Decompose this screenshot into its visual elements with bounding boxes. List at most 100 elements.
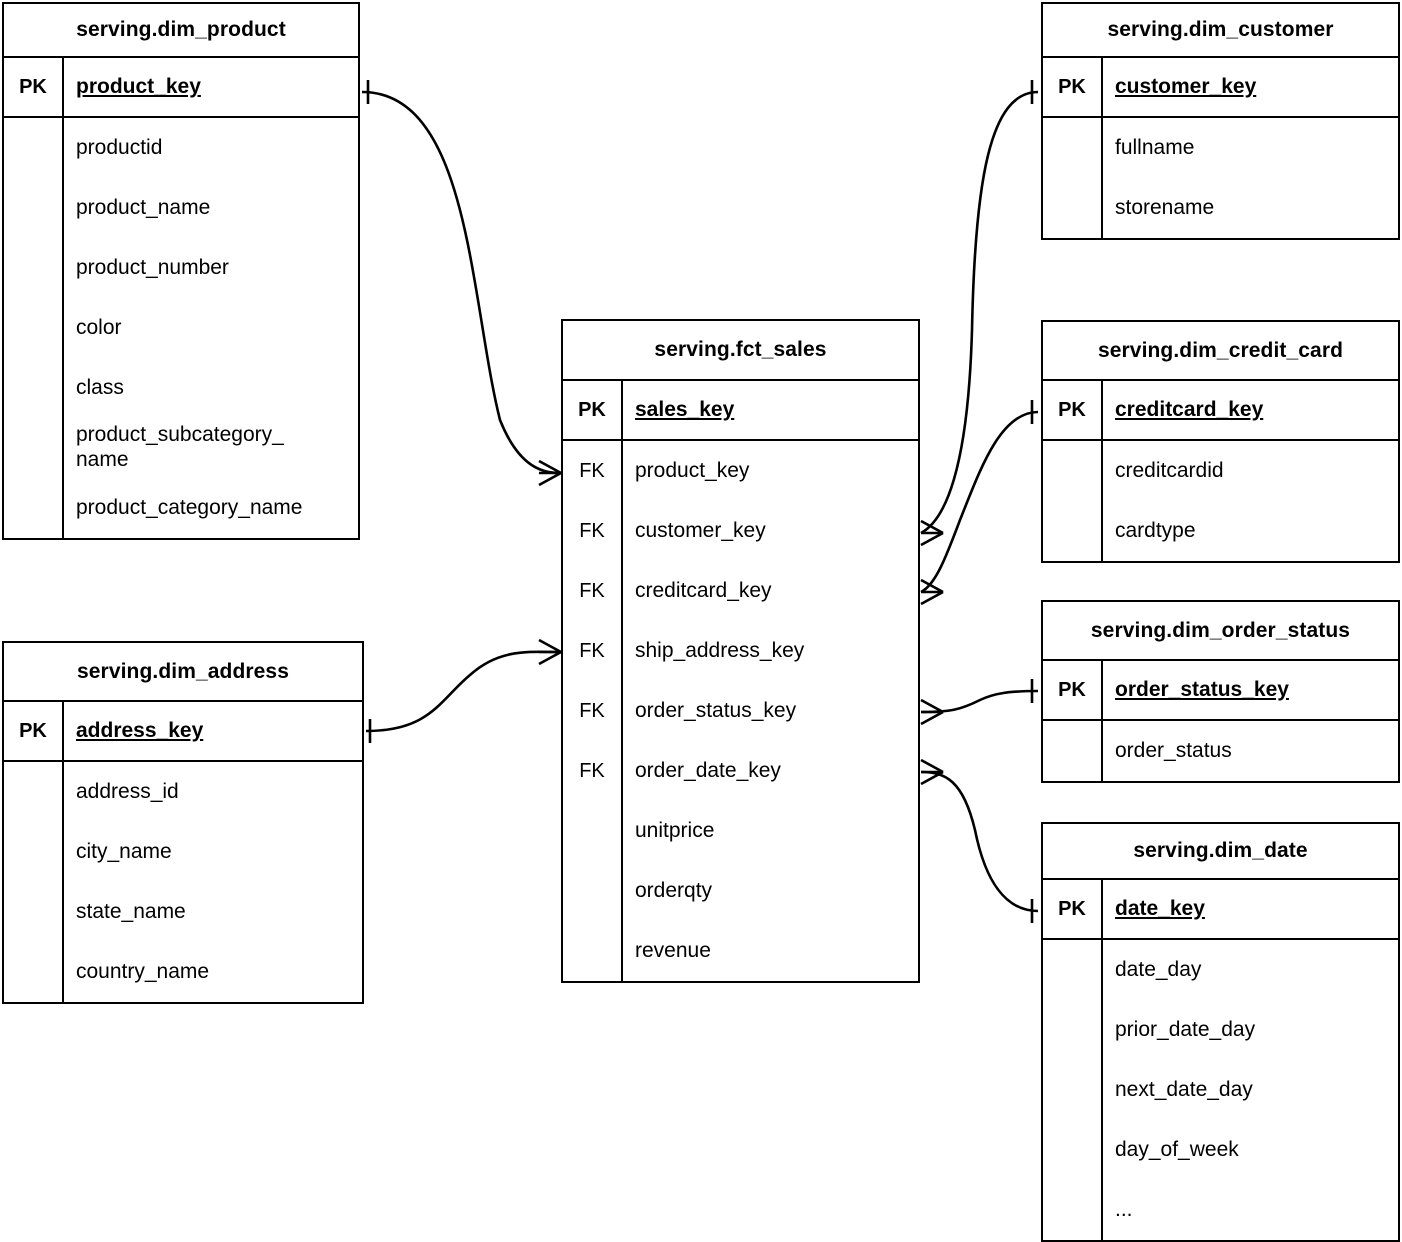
attribute-row[interactable]: FK customer_key xyxy=(563,501,918,561)
crowsfoot-creditcard xyxy=(920,578,944,606)
attribute-row[interactable]: productid xyxy=(4,118,358,178)
key-marker xyxy=(1043,1060,1103,1120)
key-marker xyxy=(1043,1000,1103,1060)
key-marker: PK xyxy=(1043,381,1103,439)
entity-dim-customer[interactable]: serving.dim_customer PK customer_key ful… xyxy=(1041,2,1400,240)
attribute-row[interactable]: color xyxy=(4,298,358,358)
attribute-row[interactable]: unitprice xyxy=(563,801,918,861)
attribute-row[interactable]: FK order_status_key xyxy=(563,681,918,741)
key-marker: FK xyxy=(563,621,623,681)
key-marker: PK xyxy=(1043,880,1103,938)
attribute-name: state_name xyxy=(76,899,186,923)
entity-dim-credit-card[interactable]: serving.dim_credit_card PK creditcard_ke… xyxy=(1041,320,1400,563)
attribute-row[interactable]: FK creditcard_key xyxy=(563,561,918,621)
attribute-name: creditcard_key xyxy=(635,578,772,602)
attribute-row[interactable]: FK order_date_key xyxy=(563,741,918,801)
attribute-list: fullname storename xyxy=(1043,118,1398,238)
attribute-name: address_key xyxy=(76,718,204,742)
key-marker: FK xyxy=(563,441,623,501)
entity-dim-address[interactable]: serving.dim_address PK address_key addre… xyxy=(2,641,364,1004)
attribute-row[interactable]: fullname xyxy=(1043,118,1398,178)
attribute-name: sales_key xyxy=(635,397,735,421)
attribute-row[interactable]: product_category_name xyxy=(4,478,358,538)
entity-body: PK creditcard_key creditcardid cardtype xyxy=(1043,381,1398,561)
entity-title: serving.dim_address xyxy=(4,643,362,702)
attribute-row[interactable]: FK ship_address_key xyxy=(563,621,918,681)
entity-title: serving.dim_date xyxy=(1043,824,1398,880)
attribute-row[interactable]: orderqty xyxy=(563,861,918,921)
attribute-name: color xyxy=(76,315,122,339)
key-marker xyxy=(4,418,64,478)
attribute-list: order_status xyxy=(1043,721,1398,781)
attribute-row[interactable]: day_of_week xyxy=(1043,1120,1398,1180)
attribute-row[interactable]: product_name xyxy=(4,178,358,238)
attribute-row[interactable]: ... xyxy=(1043,1180,1398,1240)
connector-creditcard-to-sales xyxy=(920,410,1039,594)
attribute-name: fullname xyxy=(1115,135,1195,159)
attribute-name: next_date_day xyxy=(1115,1077,1253,1101)
key-marker: PK xyxy=(1043,661,1103,719)
attribute-name: city_name xyxy=(76,839,172,863)
attribute-name: customer_key xyxy=(1115,74,1257,98)
crowsfoot-orderstatus xyxy=(920,698,944,726)
pk-row[interactable]: PK address_key xyxy=(4,702,362,762)
key-marker: FK xyxy=(563,741,623,801)
key-marker xyxy=(1043,1180,1103,1240)
attribute-name: product_subcategory_ name xyxy=(76,423,284,471)
pk-row[interactable]: PK sales_key xyxy=(563,381,918,441)
entity-title: serving.dim_credit_card xyxy=(1043,322,1398,381)
attribute-name: unitprice xyxy=(635,818,715,842)
pk-row[interactable]: PK product_key xyxy=(4,58,358,118)
attribute-row[interactable]: FK product_key xyxy=(563,441,918,501)
connector-address-to-sales xyxy=(365,650,562,733)
pk-row[interactable]: PK order_status_key xyxy=(1043,661,1398,721)
attribute-name: product_key xyxy=(76,74,201,98)
entity-dim-date[interactable]: serving.dim_date PK date_key date_day pr… xyxy=(1041,822,1400,1242)
attribute-row[interactable]: product_subcategory_ name xyxy=(4,418,358,478)
attribute-row[interactable]: address_id xyxy=(4,762,362,822)
key-marker xyxy=(4,118,64,178)
attribute-row[interactable]: next_date_day xyxy=(1043,1060,1398,1120)
attribute-name: country_name xyxy=(76,959,210,983)
pk-row[interactable]: PK date_key xyxy=(1043,880,1398,940)
key-marker xyxy=(1043,1120,1103,1180)
attribute-name: address_id xyxy=(76,779,179,803)
attribute-name: prior_date_day xyxy=(1115,1017,1256,1041)
attribute-row[interactable]: class xyxy=(4,358,358,418)
attribute-name: order_status_key xyxy=(1115,677,1289,701)
attribute-row[interactable]: date_day xyxy=(1043,940,1398,1000)
attribute-list: creditcardid cardtype xyxy=(1043,441,1398,561)
key-marker: PK xyxy=(4,702,64,760)
key-marker xyxy=(4,762,64,822)
pk-row[interactable]: PK customer_key xyxy=(1043,58,1398,118)
key-marker: PK xyxy=(1043,58,1103,116)
attribute-row[interactable]: state_name xyxy=(4,882,362,942)
attribute-row[interactable]: city_name xyxy=(4,822,362,882)
attribute-row[interactable]: storename xyxy=(1043,178,1398,238)
attribute-name: product_name xyxy=(76,195,211,219)
attribute-row[interactable]: product_number xyxy=(4,238,358,298)
attribute-row[interactable]: prior_date_day xyxy=(1043,1000,1398,1060)
attribute-name: revenue xyxy=(635,938,711,962)
attribute-row[interactable]: order_status xyxy=(1043,721,1398,781)
key-marker: FK xyxy=(563,681,623,741)
entity-dim-product[interactable]: serving.dim_product PK product_key produ… xyxy=(2,2,360,540)
attribute-row[interactable]: country_name xyxy=(4,942,362,1002)
key-marker xyxy=(1043,940,1103,1000)
key-marker xyxy=(4,358,64,418)
entity-fct-sales[interactable]: serving.fct_sales PK sales_key FK produc… xyxy=(561,319,920,983)
key-marker xyxy=(1043,501,1103,561)
attribute-row[interactable]: cardtype xyxy=(1043,501,1398,561)
connector-product-to-sales xyxy=(361,90,562,475)
attribute-list: address_id city_name state_name country_… xyxy=(4,762,362,1002)
entity-title: serving.dim_product xyxy=(4,4,358,58)
entity-dim-order-status[interactable]: serving.dim_order_status PK order_status… xyxy=(1041,600,1400,783)
attribute-row[interactable]: creditcardid xyxy=(1043,441,1398,501)
pk-row[interactable]: PK creditcard_key xyxy=(1043,381,1398,441)
attribute-name: date_key xyxy=(1115,896,1205,920)
key-marker xyxy=(4,478,64,538)
attribute-row[interactable]: revenue xyxy=(563,921,918,981)
crowsfoot-address xyxy=(538,638,562,666)
attribute-name: orderqty xyxy=(635,878,713,902)
